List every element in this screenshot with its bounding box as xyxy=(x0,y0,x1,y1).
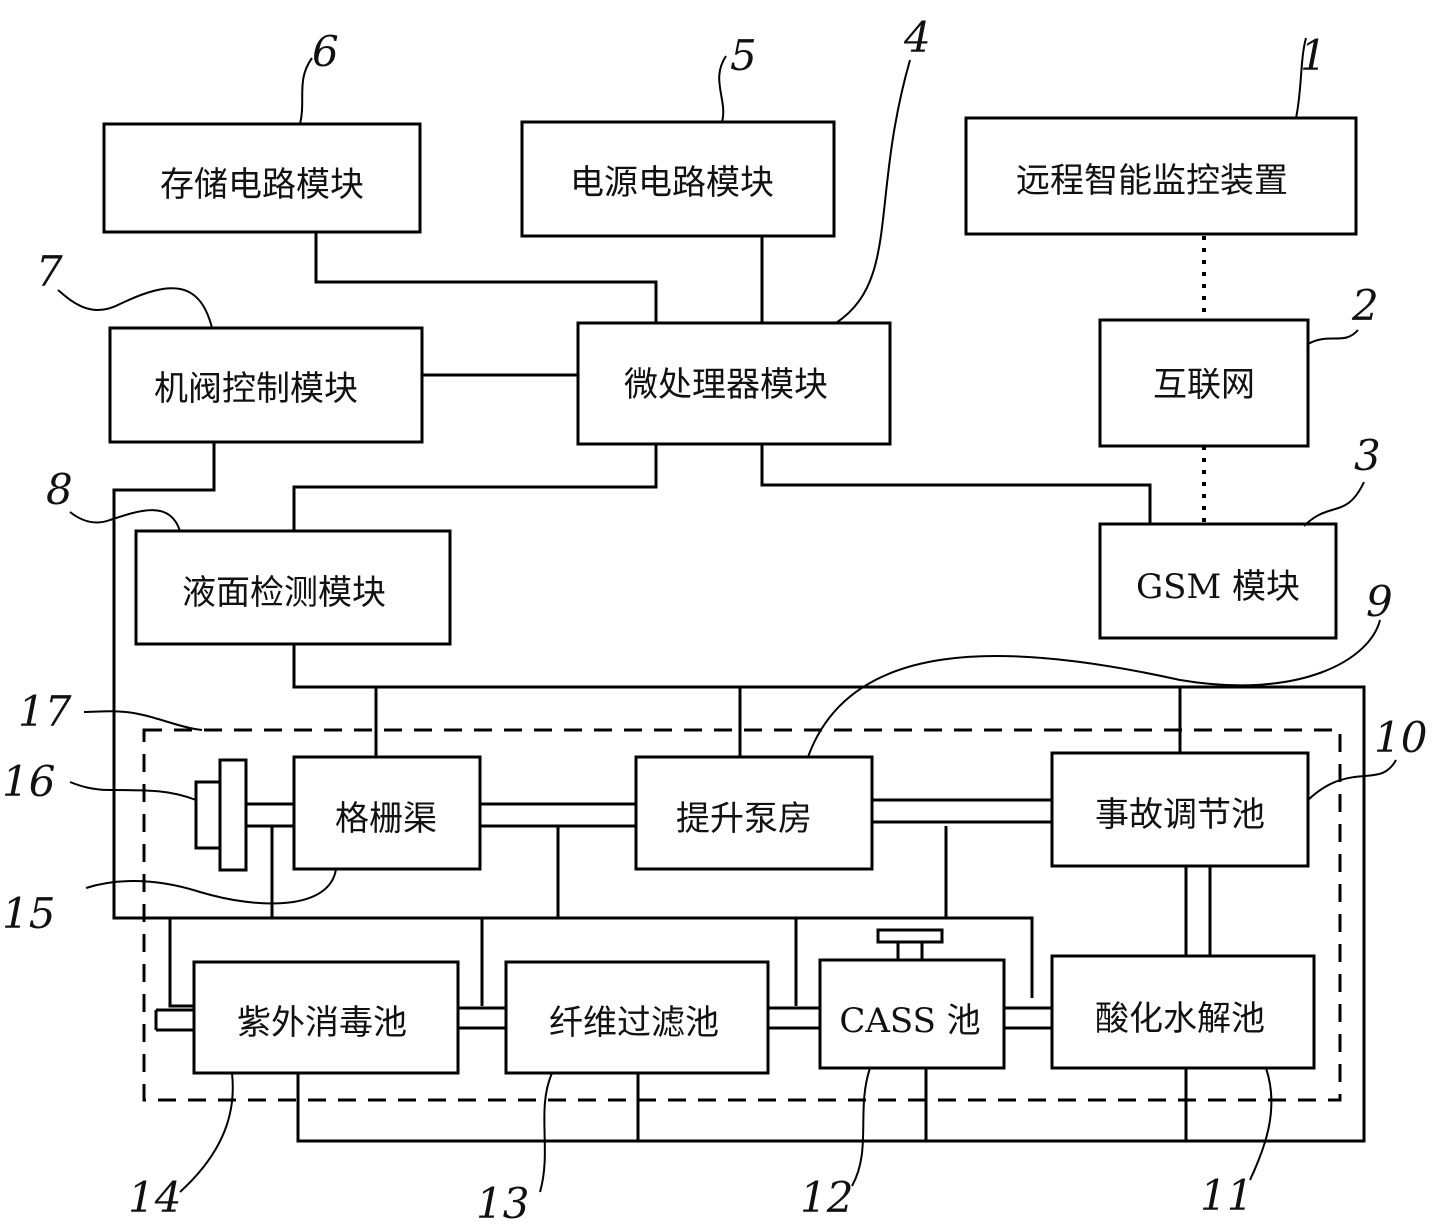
ref-1: 1 xyxy=(1300,31,1327,80)
ref-2: 2 xyxy=(1351,281,1379,330)
internet-box: 互联网 xyxy=(1098,318,1310,448)
microprocessor-label: 微处理器模块 xyxy=(624,365,828,405)
accident-tank: 事故调节池 xyxy=(1050,751,1310,868)
control-wiring xyxy=(112,232,1366,1143)
ref-5: 5 xyxy=(730,31,757,80)
ref-10: 10 xyxy=(1374,713,1427,762)
remote-monitor-label: 远程智能监控装置 xyxy=(1016,161,1288,201)
cass-aerator xyxy=(876,928,944,962)
ref-15: 15 xyxy=(2,889,55,938)
pump-device xyxy=(194,758,248,872)
gsm-label: GSM 模块 xyxy=(1136,567,1300,607)
ref-4: 4 xyxy=(903,13,931,62)
valve-control-label: 机阀控制模块 xyxy=(154,369,358,409)
ref-8: 8 xyxy=(46,465,73,514)
ref-11: 11 xyxy=(1200,1171,1253,1220)
acid-hydrolysis-label: 酸化水解池 xyxy=(1095,999,1265,1039)
gsm-module: GSM 模块 xyxy=(1098,522,1338,640)
ref-12: 12 xyxy=(800,1173,853,1222)
ref-3: 3 xyxy=(1354,431,1381,480)
cass-label: CASS 池 xyxy=(839,1001,980,1041)
ref-6: 6 xyxy=(312,27,339,76)
ref-7: 7 xyxy=(36,247,63,296)
valve-control-module: 机阀控制模块 xyxy=(108,326,424,444)
ref-9: 9 xyxy=(1366,577,1393,626)
level-detect-label: 液面检测模块 xyxy=(182,573,386,613)
level-detect-module: 液面检测模块 xyxy=(134,529,452,646)
grille-channel: 格栅渠 xyxy=(292,755,482,871)
ref-17: 17 xyxy=(18,687,72,736)
storage-module: 存储电路模块 xyxy=(102,122,422,234)
treatment-enclosure xyxy=(142,728,1342,1102)
uv-tank: 紫外消毒池 xyxy=(192,960,460,1075)
microprocessor-module: 微处理器模块 xyxy=(576,321,892,446)
grille-label: 格栅渠 xyxy=(335,799,437,839)
storage-module-label: 存储电路模块 xyxy=(160,165,364,205)
uv-tank-label: 紫外消毒池 xyxy=(237,1003,407,1043)
power-module: 电源电路模块 xyxy=(520,120,836,238)
pump-house: 提升泵房 xyxy=(634,755,874,871)
accident-tank-label: 事故调节池 xyxy=(1095,795,1265,835)
ref-16: 16 xyxy=(2,757,55,806)
remote-monitor: 远程智能监控装置 xyxy=(964,116,1358,236)
ref-13: 13 xyxy=(476,1179,529,1228)
fiber-filter-tank: 纤维过滤池 xyxy=(504,960,770,1075)
fiber-filter-label: 纤维过滤池 xyxy=(549,1003,719,1043)
reference-numerals: 1 2 3 4 5 6 7 8 9 10 11 12 13 14 15 16 1… xyxy=(2,13,1427,1228)
power-module-label: 电源电路模块 xyxy=(570,163,774,203)
ref-14: 14 xyxy=(128,1173,181,1222)
pipes xyxy=(154,798,1212,1032)
acid-hydrolysis-tank: 酸化水解池 xyxy=(1050,954,1316,1070)
reference-leaders xyxy=(57,37,1397,1193)
cass-tank: CASS 池 xyxy=(818,958,1006,1070)
internet-label: 互联网 xyxy=(1153,365,1255,405)
pump-house-label: 提升泵房 xyxy=(676,799,812,839)
